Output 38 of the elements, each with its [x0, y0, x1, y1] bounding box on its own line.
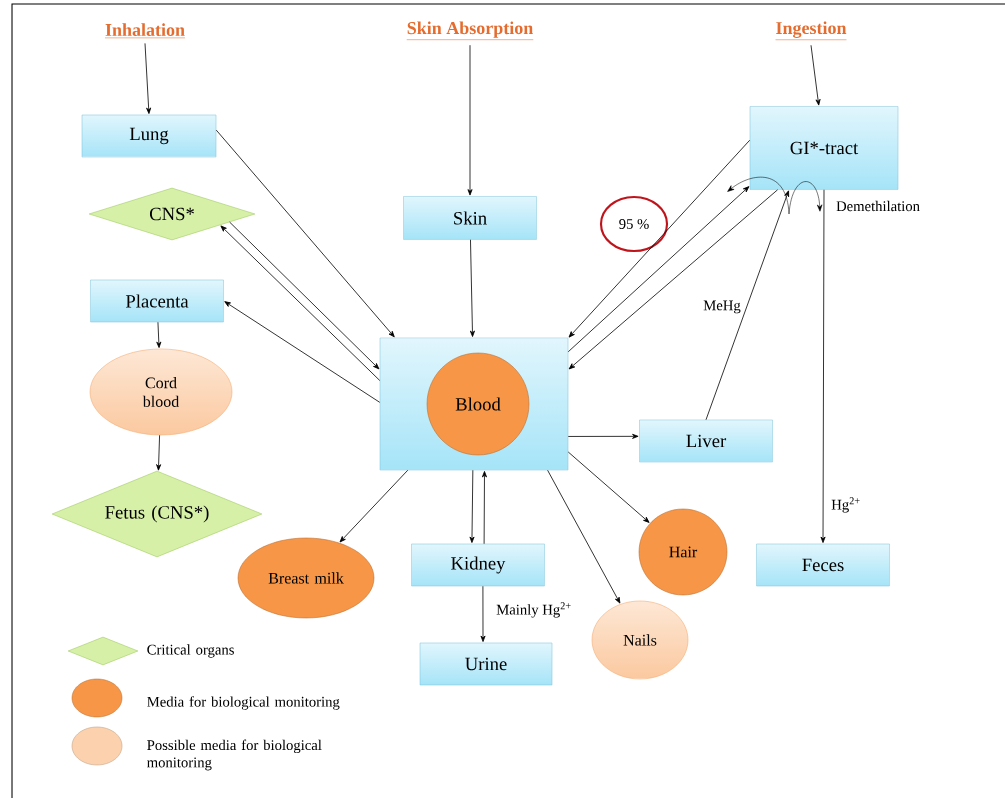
route-heading: Ingestion [775, 21, 847, 41]
organ-box: Skin [403, 196, 537, 240]
arrow [156, 321, 162, 348]
arrow [215, 129, 395, 338]
arrow [547, 469, 621, 604]
arrow [224, 301, 381, 403]
organ-box: Placenta [90, 279, 224, 323]
edge-label: Hg$^{2+}$ [829, 496, 863, 514]
legend-text: Possible media for biological monitoring [147, 739, 322, 771]
arrow [705, 190, 790, 421]
arrow [567, 451, 650, 523]
process-label: Demethilation [836, 200, 920, 212]
legend-text: Critical organs [147, 644, 234, 658]
arrow [480, 585, 486, 642]
arrow [810, 44, 821, 106]
legend-text: Media for biological monitoring [147, 696, 340, 710]
arrow [156, 434, 162, 471]
route-heading: Skin Absorption [406, 21, 534, 40]
edge-label: Mainly Hg$^{2+}$ [494, 601, 574, 619]
arrow [568, 189, 778, 370]
arrow [144, 42, 152, 114]
organ-box: Kidney [411, 543, 545, 587]
arrow [339, 469, 409, 543]
edge-label: MeHg [701, 299, 743, 315]
organ-box: Lung [81, 114, 217, 158]
arrow [481, 471, 487, 545]
route-heading: Inhalation [104, 23, 186, 39]
arrow [567, 433, 639, 439]
arrow [568, 139, 751, 338]
arrow [469, 469, 475, 543]
organ-box: Liver [639, 419, 773, 463]
arrow [567, 186, 750, 353]
organ-box: GI*-tract [749, 106, 899, 190]
organ-box: Feces [756, 543, 890, 587]
arrow [467, 44, 473, 196]
arrow [820, 189, 826, 543]
organ-box: Urine [419, 642, 553, 686]
arrow [469, 239, 475, 337]
